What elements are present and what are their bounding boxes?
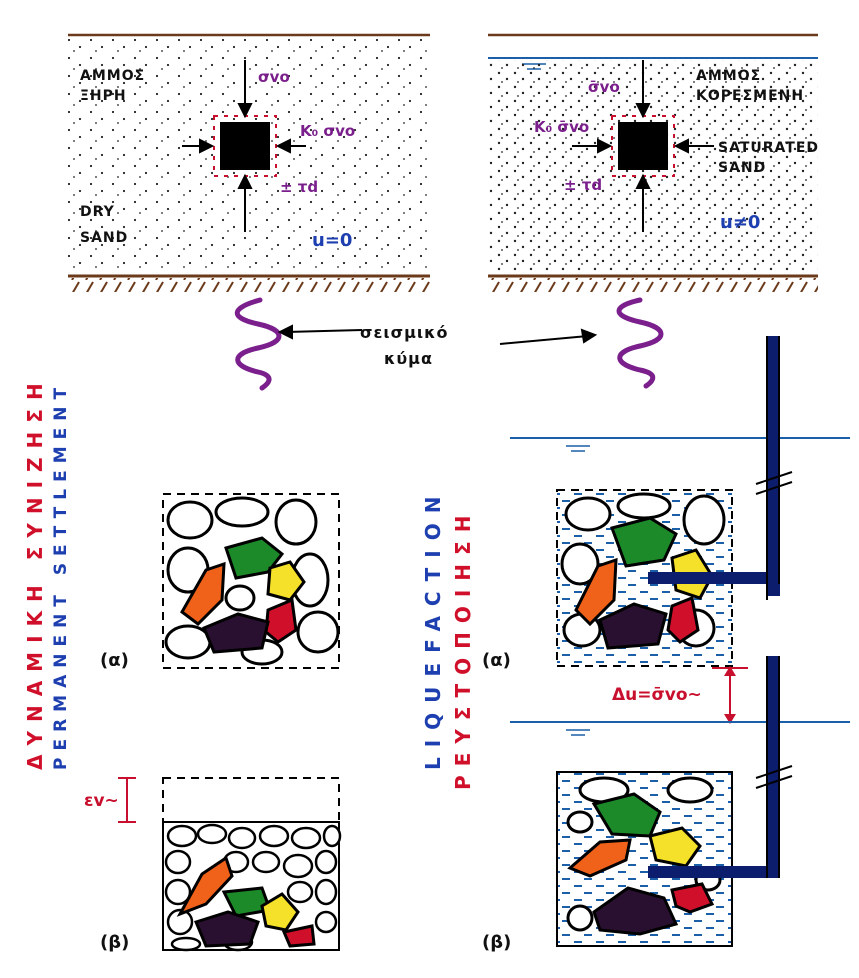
seismic-wave-left (234, 297, 282, 391)
strain-label: εv~ (84, 791, 119, 811)
saturated-sand-gr-2: ΚΟΡΕΣΜΕΝΗ (696, 88, 804, 104)
right-title-greek: ΡΕΥΣΤΟΠΟΙΗΣΗ (451, 507, 475, 790)
dry-pore-pressure-label: u=0 (312, 230, 352, 251)
saturated-sand-en-2: SAND (718, 160, 766, 176)
dry-sand-block: ΑΜΜΟΣ ΞΗΡΗ DRY SAND σvo K₀ σvo ± τd u=0 (68, 33, 430, 292)
saturated-k0-label: K₀ σ̄vo (534, 118, 589, 136)
panel-left-b-label: (β) (100, 932, 129, 953)
saturated-soil-element (618, 122, 668, 170)
dry-sand-gr-1: ΑΜΜΟΣ (80, 68, 145, 84)
panel-left-a-label: (α) (100, 650, 129, 671)
dry-sand-gr-2: ΞΗΡΗ (80, 88, 127, 104)
pore-pressure-label: Δu=σ̄vo~ (612, 685, 702, 705)
right-title-english: LIQUEFACTION (421, 487, 445, 770)
seismic-waves: σεισμικό κύμα (234, 297, 664, 391)
panel-right-b: (β) (482, 656, 850, 953)
seismic-wave-label-2: κύμα (384, 349, 433, 368)
saturated-sand-en-1: SATURATED (718, 140, 819, 156)
saturated-sigma-label: σ̄vo (588, 78, 620, 96)
saturated-sand-block: ΑΜΜΟΣ ΚΟΡΕΣΜΕΝΗ SATURATED SAND σ̄vo K₀ σ… (488, 33, 819, 292)
seismic-wave-right (616, 297, 664, 389)
dry-tau-label: ± τd (280, 178, 318, 196)
dry-soil-element (220, 122, 270, 170)
saturated-sand-gr-1: ΑΜΜΟΣ (696, 68, 761, 84)
dry-sand-en-1: DRY (80, 204, 115, 220)
pore-pressure-dimension: Δu=σ̄vo~ (612, 666, 748, 724)
dry-sand-en-2: SAND (80, 230, 128, 246)
dry-sigma-label: σvo (258, 68, 290, 86)
saturated-tau-label: ± τd (564, 176, 602, 194)
panel-right-a-label: (α) (482, 650, 511, 671)
panel-left-a: (α) (100, 493, 340, 671)
panel-left-b: εv~ (β) (84, 777, 342, 953)
saturated-pore-pressure-label: u≠0 (720, 212, 760, 233)
panel-right-a: (α) (482, 336, 850, 671)
dry-k0-label: K₀ σvo (300, 122, 355, 140)
seismic-wave-label-1: σεισμικό (360, 323, 448, 342)
left-title-english: PERMANENT SETTLEMENT (51, 381, 71, 770)
panel-right-b-label: (β) (482, 932, 511, 953)
left-title-greek: ΔΥΝΑΜΙΚΗ ΣΥΝΙΖΗΣΗ (23, 374, 47, 770)
